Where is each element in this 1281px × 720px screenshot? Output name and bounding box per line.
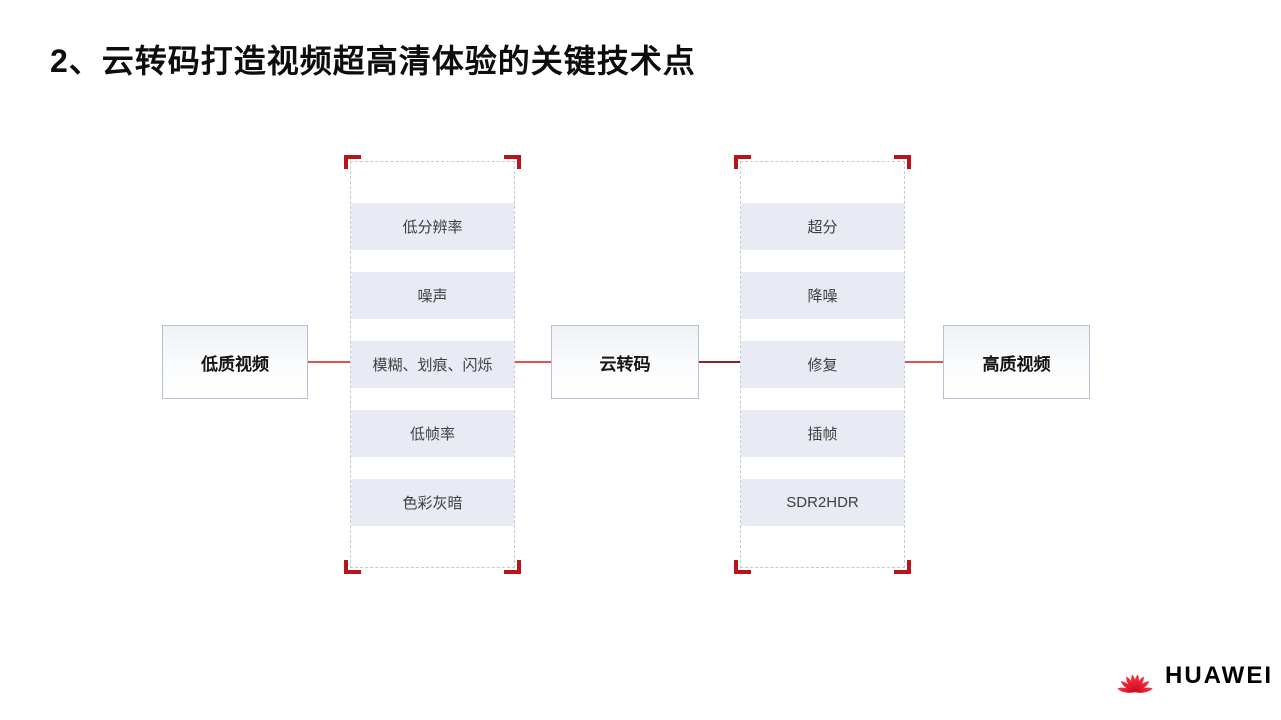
list-item: 修复 <box>741 341 904 388</box>
page-title: 2、云转码打造视频超高清体验的关键技术点 <box>50 43 696 79</box>
corner-bracket-icon <box>894 560 911 574</box>
corner-bracket-icon <box>504 560 521 574</box>
huawei-flower-icon <box>1117 674 1153 693</box>
node-low-quality-video: 低质视频 <box>162 325 308 399</box>
node-high-quality-video: 高质视频 <box>943 325 1090 399</box>
connector-line <box>515 361 551 363</box>
node-label: 低质视频 <box>201 354 269 374</box>
connector-line <box>699 361 740 363</box>
corner-bracket-icon <box>344 560 361 574</box>
huawei-logo-text: HUAWEI <box>1165 662 1273 689</box>
list-item: 降噪 <box>741 272 904 319</box>
group-enhancement-techniques: 超分 降噪 修复 插帧 SDR2HDR <box>734 155 911 574</box>
connector-line <box>308 361 350 363</box>
list-item: 色彩灰暗 <box>351 479 514 526</box>
corner-bracket-icon <box>734 155 751 169</box>
huawei-logo: HUAWEI <box>1113 657 1273 695</box>
corner-bracket-icon <box>734 560 751 574</box>
list-item: 噪声 <box>351 272 514 319</box>
corner-bracket-icon <box>894 155 911 169</box>
group-video-defects: 低分辨率 噪声 模糊、划痕、闪烁 低帧率 色彩灰暗 <box>344 155 521 574</box>
node-label: 云转码 <box>599 354 651 374</box>
node-label: 高质视频 <box>982 354 1051 374</box>
list-item: 模糊、划痕、闪烁 <box>351 341 514 388</box>
list-item: 插帧 <box>741 410 904 457</box>
list-item: 低帧率 <box>351 410 514 457</box>
list-item: 超分 <box>741 203 904 250</box>
list-item: SDR2HDR <box>741 479 904 526</box>
list-item: 低分辨率 <box>351 203 514 250</box>
corner-bracket-icon <box>504 155 521 169</box>
node-cloud-transcoding: 云转码 <box>551 325 699 399</box>
corner-bracket-icon <box>344 155 361 169</box>
connector-line <box>905 361 943 363</box>
